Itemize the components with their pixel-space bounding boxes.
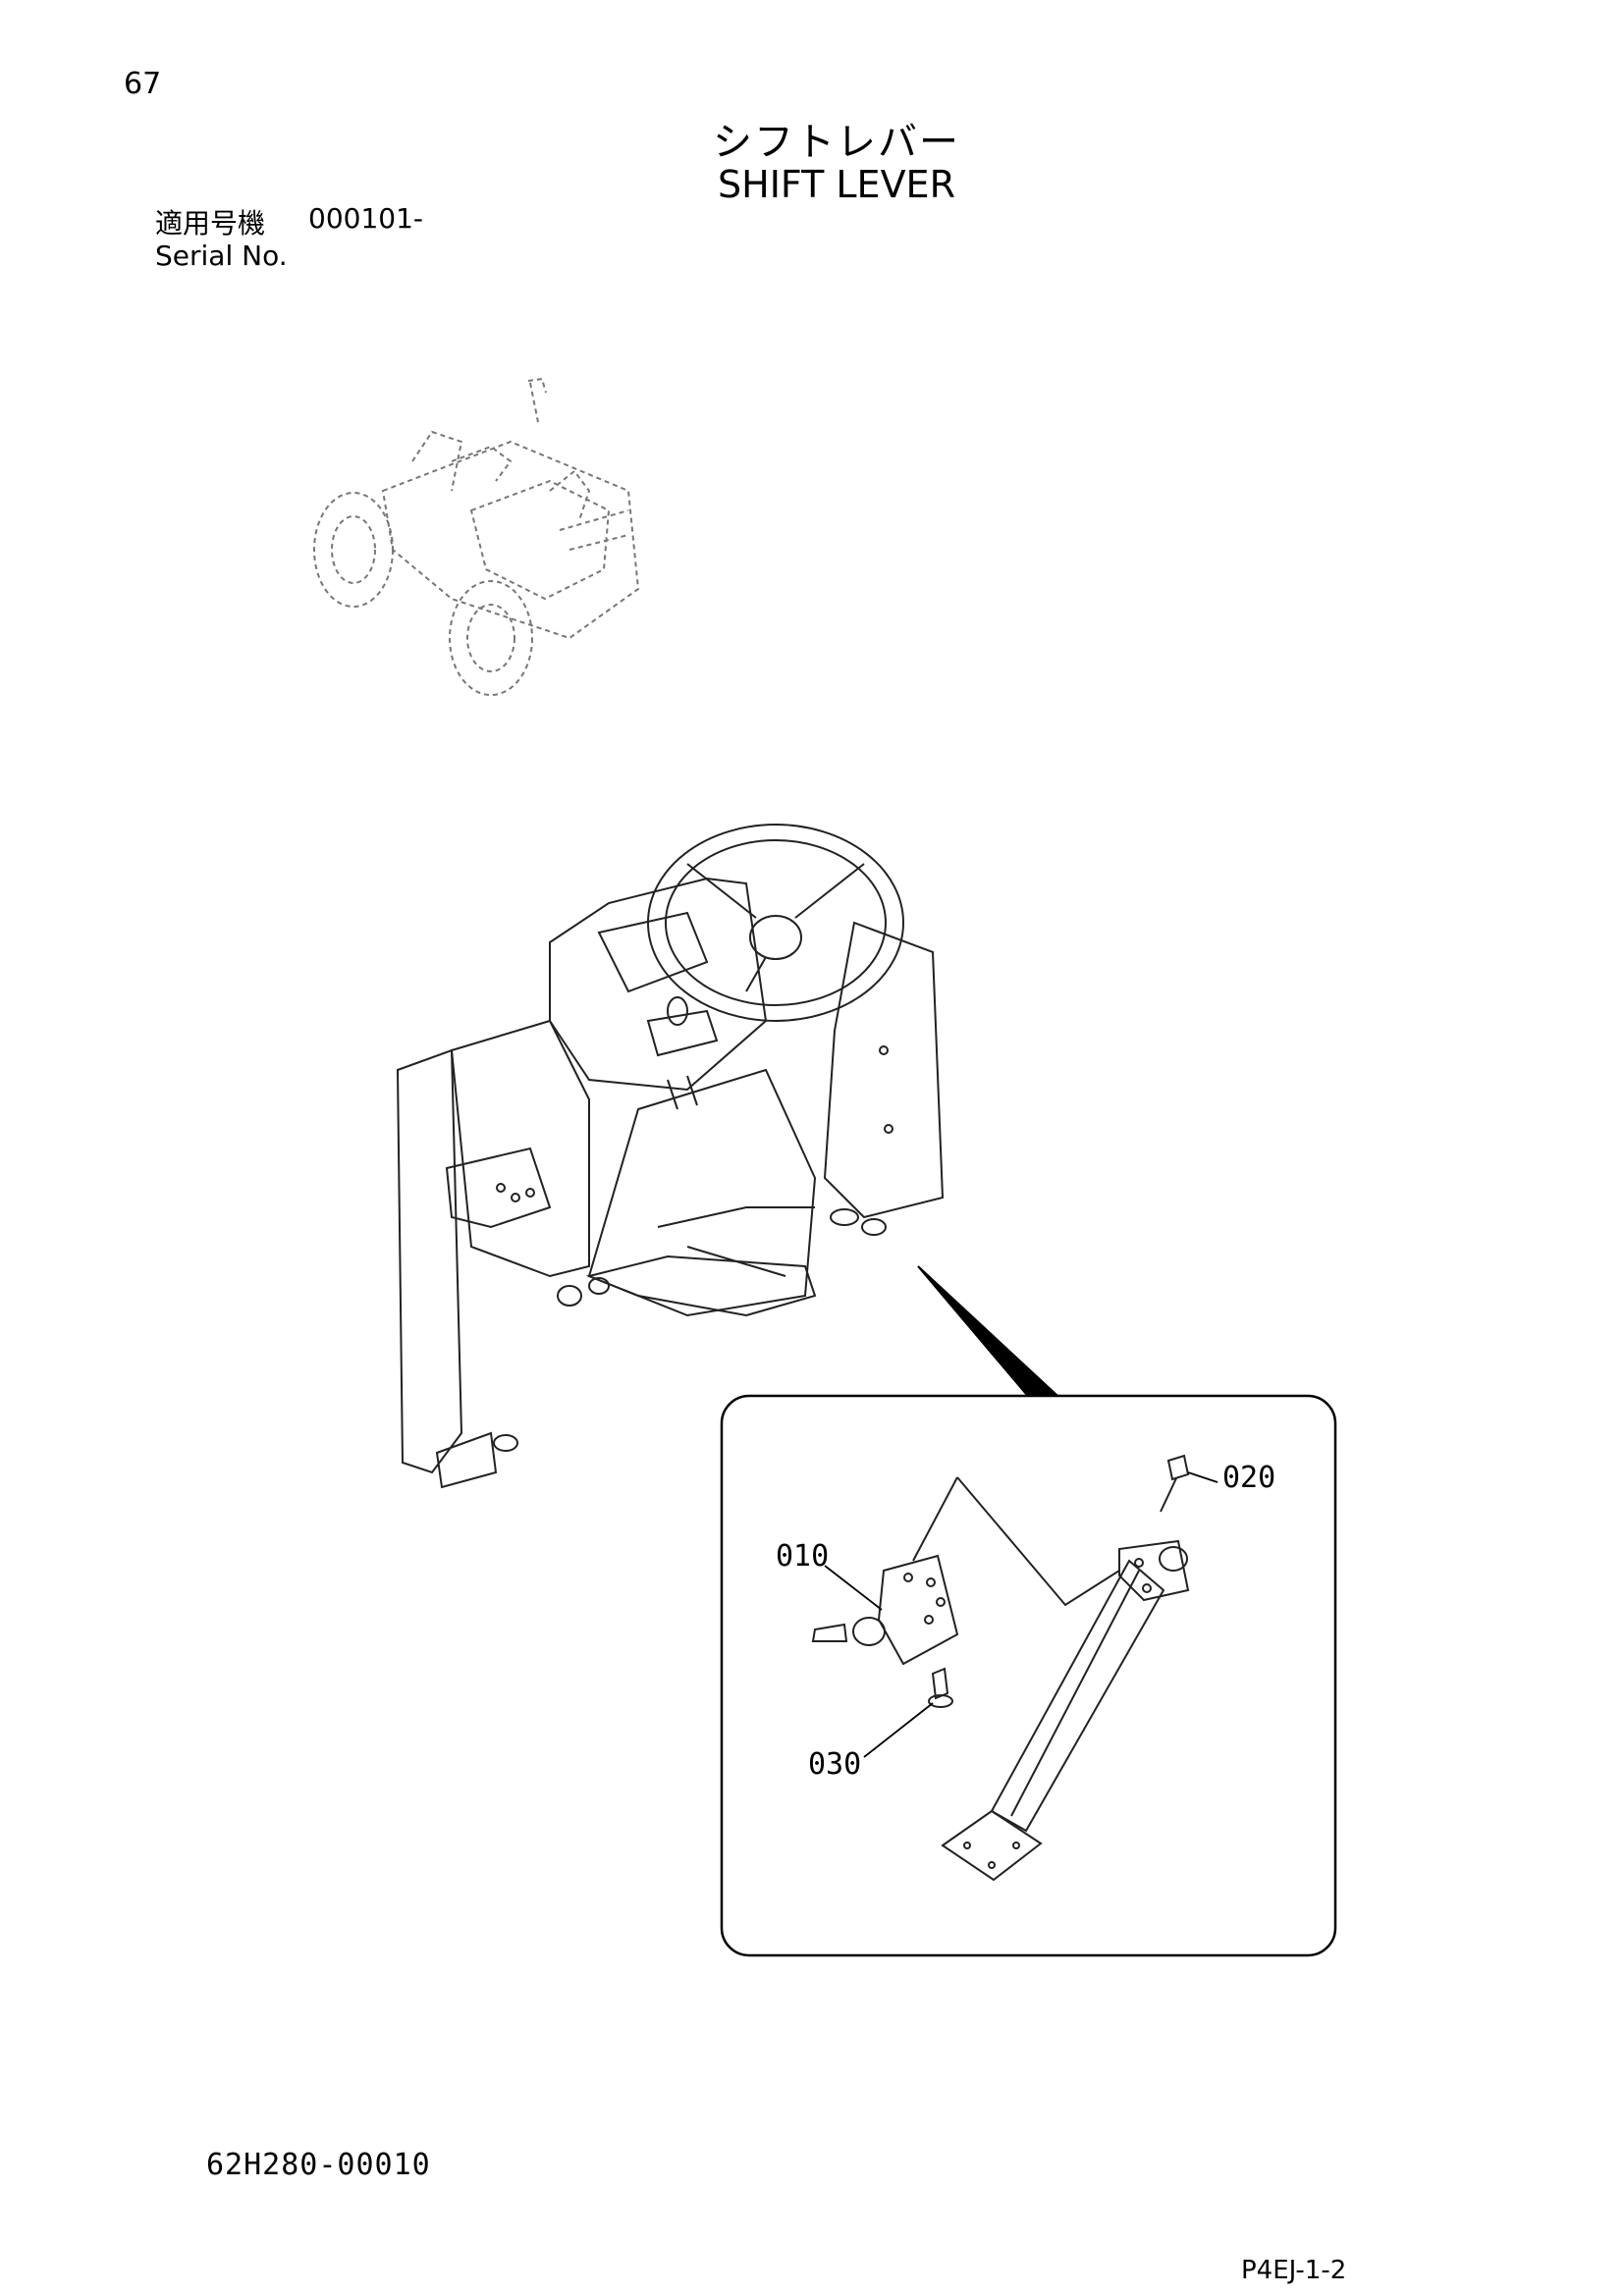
- callout-010: 010: [776, 1539, 830, 1574]
- steering-assembly-drawing: [396, 824, 945, 1489]
- title-japanese: シフトレバー: [713, 120, 960, 165]
- drawing-number: 62H280-00010: [206, 2148, 431, 2182]
- serial-label-english: Serial No.: [155, 240, 288, 272]
- title-english: SHIFT LEVER: [718, 163, 955, 206]
- machine-overview-sketch: [313, 377, 640, 696]
- sheet-code: P4EJ-1-2: [1241, 2256, 1347, 2285]
- serial-value: 000101-: [308, 202, 423, 235]
- callout-leaders: [824, 1471, 1218, 1758]
- page-number: 67: [124, 67, 162, 101]
- detail-parts-drawing: [811, 1454, 1190, 1882]
- serial-label-japanese: 適用号機: [155, 207, 266, 240]
- detail-pointer: [917, 1265, 1058, 1395]
- callout-030: 030: [808, 1747, 862, 1782]
- callout-020: 020: [1222, 1461, 1276, 1495]
- detail-view-frame: [720, 1394, 1337, 1957]
